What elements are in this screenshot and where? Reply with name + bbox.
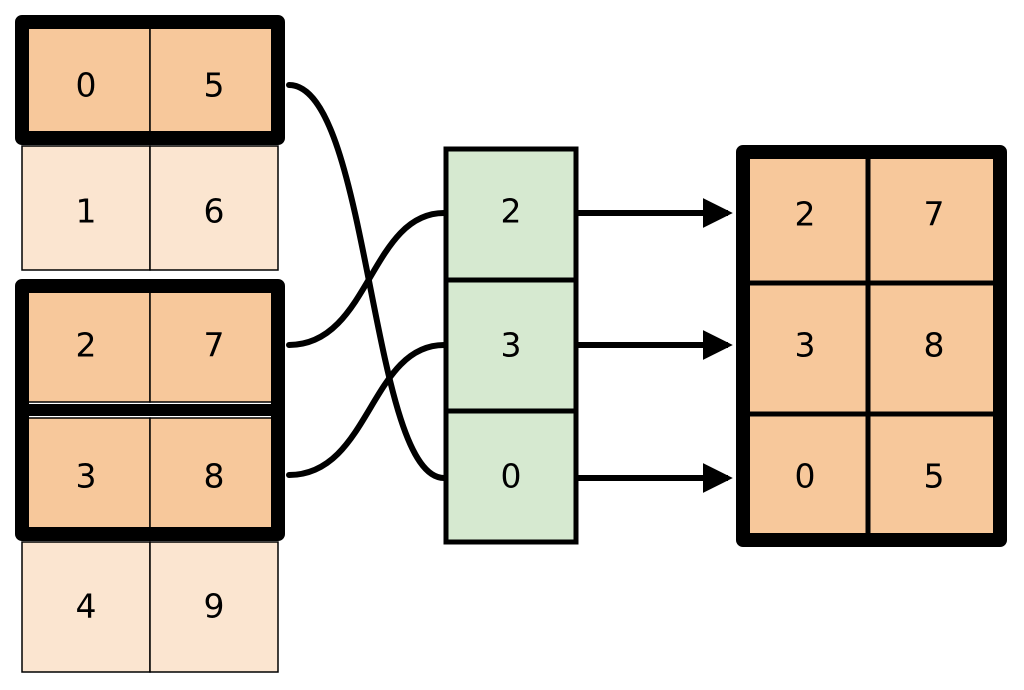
source-value-r0c0: 0	[76, 66, 97, 105]
curve-connectors	[286, 82, 447, 481]
source-value-r4c1: 9	[204, 587, 225, 626]
source-table: 0 5 1 6 2 7 3 8 4 9	[15, 15, 285, 673]
index-value-2: 0	[501, 457, 522, 496]
source-value-r2c1: 7	[204, 326, 225, 365]
source-value-r0c1: 5	[204, 66, 225, 105]
source-cell-r2c0	[21, 285, 151, 403]
source-cell-r2c1	[149, 285, 279, 403]
source-value-r2c0: 2	[76, 326, 97, 365]
index-cell-1	[443, 277, 579, 414]
result-value-r2c1: 5	[924, 457, 945, 496]
result-value-r2c0: 0	[795, 457, 816, 496]
source-row-0-highlight	[15, 15, 285, 145]
arrow-connectors	[578, 198, 733, 493]
index-cell-2	[443, 408, 579, 545]
result-value-r0c0: 2	[795, 195, 816, 234]
source-cell-r0c1	[149, 21, 279, 139]
source-value-r1c0: 1	[76, 192, 97, 231]
result-table: 2 7 3 8 0 5	[736, 145, 1007, 547]
result-table-border	[736, 145, 1007, 547]
index-value-1: 3	[501, 326, 522, 365]
source-cell-r4c0	[21, 541, 151, 673]
curve-row3-to-index3	[286, 342, 447, 478]
source-value-r4c0: 4	[76, 587, 97, 626]
curve-row2-to-index2	[286, 210, 447, 348]
result-value-r1c1: 8	[924, 326, 945, 365]
source-cell-r1c1	[149, 145, 279, 271]
source-cell-r3c1	[149, 417, 279, 535]
result-cell-r1c1	[865, 280, 1003, 417]
result-value-r1c0: 3	[795, 326, 816, 365]
source-value-r3c0: 3	[76, 457, 97, 496]
source-cell-r4c1	[149, 541, 279, 673]
result-value-r0c1: 7	[924, 195, 945, 234]
source-cell-r0c0	[21, 21, 151, 139]
source-value-r1c1: 6	[204, 192, 225, 231]
index-value-0: 2	[501, 192, 522, 231]
source-value-r3c1: 8	[204, 457, 225, 496]
result-cell-r2c0	[740, 411, 871, 543]
source-cell-r1c0	[21, 145, 151, 271]
index-column: 2 3 0	[443, 146, 579, 545]
